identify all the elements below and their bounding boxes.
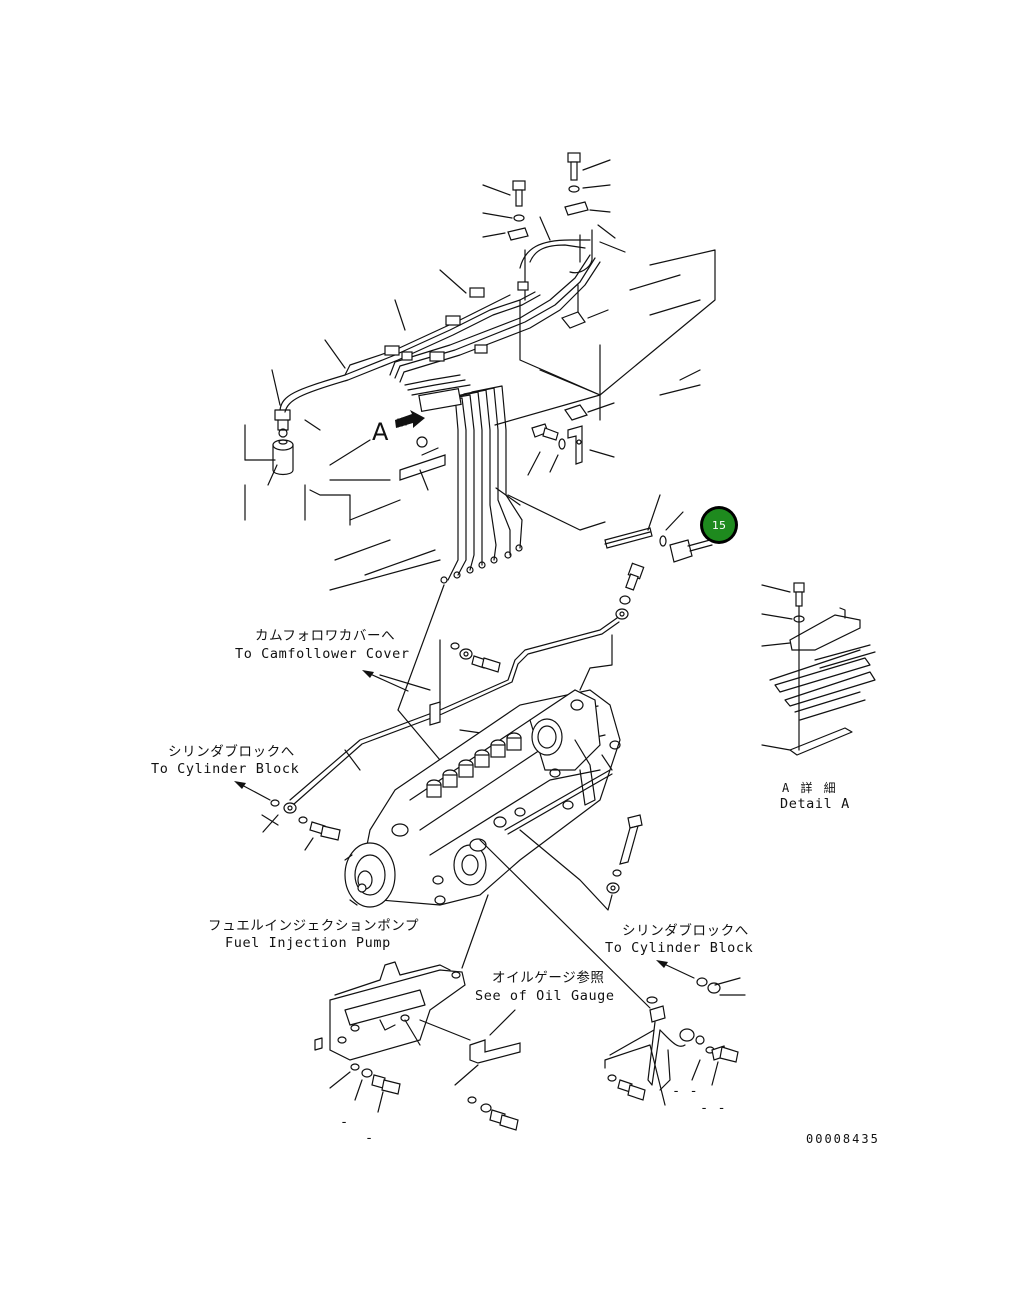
injection-pipes [274, 229, 601, 584]
banjo-fitting-mid [289, 562, 645, 805]
pump-mounting-bracket [314, 894, 521, 1131]
view-arrow-a: A [372, 410, 425, 446]
dash-mark-1: - [340, 1114, 349, 1130]
detail-a-drawing [761, 582, 876, 756]
cyl-block-left-hardware [261, 799, 341, 851]
cyl-block-left-label-jp: シリンダブロックへ [168, 743, 295, 760]
callout-number: 15 [712, 519, 726, 532]
drawing-number: 00008435 [806, 1132, 880, 1146]
fuel-filter [272, 439, 294, 476]
oil-gauge-label-en: See of Oil Gauge [475, 988, 615, 1004]
detail-a-label-jp: A 詳 細 [782, 780, 838, 795]
mounting-bracket-upper [399, 436, 446, 491]
pump-label-jp: フュエルインジェクションポンプ [208, 918, 419, 934]
callout-15-parts [495, 487, 713, 563]
camfollower-label-jp: カムフォロワカバーへ [255, 628, 395, 644]
pump-right-bolt [519, 814, 643, 911]
callout-15[interactable]: 15 [700, 506, 738, 544]
pump-label-en: Fuel Injection Pump [225, 935, 391, 951]
cyl-block-right-label-en: To Cylinder Block [605, 940, 753, 956]
cyl-block-left-label-en: To Cylinder Block [151, 761, 299, 777]
delivery-valves [426, 732, 522, 798]
leader-lines [344, 584, 496, 771]
fuel-injection-pump [344, 689, 621, 908]
dash-mark-2: - - [672, 1083, 698, 1099]
cyl-block-left-arrow [234, 781, 271, 801]
dash-mark-4: - [365, 1130, 374, 1146]
view-marker-label: A [372, 418, 389, 446]
camfollower-label-en: To Camfollower Cover [235, 646, 410, 662]
oil-gauge-label-jp: オイルゲージ参照 [492, 969, 605, 986]
detail-a-label-en: Detail A [780, 796, 850, 812]
cyl-block-right-arrow [656, 960, 695, 979]
dash-mark-3: - - [700, 1100, 726, 1116]
cyl-block-right-label-jp: シリンダブロックへ [622, 922, 749, 939]
top-hardware [267, 152, 626, 486]
camfollower-arrow [362, 670, 409, 692]
cylinder-block-left [244, 419, 441, 591]
engine-block [494, 249, 716, 426]
callout-fill [703, 509, 735, 541]
camfollower-hardware [450, 642, 501, 673]
oil-gauge-assembly [479, 839, 746, 1106]
